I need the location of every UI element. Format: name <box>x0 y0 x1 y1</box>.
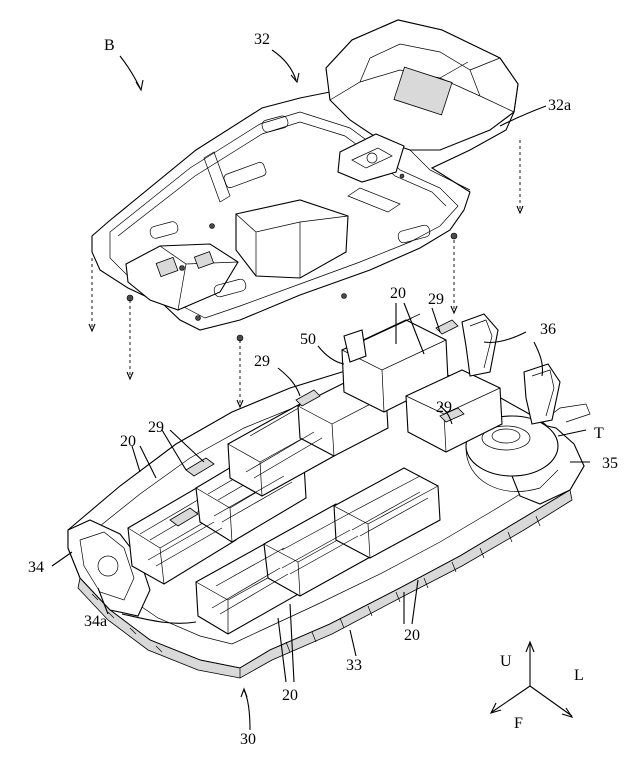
axis-label-left: L <box>574 667 584 684</box>
upper-cover-32 <box>91 19 519 342</box>
module-rear-stack <box>341 313 503 453</box>
label-36: 36 <box>540 321 556 338</box>
label-20-left: 20 <box>120 433 136 450</box>
axis-label-front: F <box>514 715 523 732</box>
label-33: 33 <box>346 657 362 674</box>
label-29-left: 29 <box>148 419 164 436</box>
label-30: 30 <box>240 731 256 748</box>
brackets-29 <box>169 319 465 527</box>
label-B: B <box>104 37 115 54</box>
label-32a: 32a <box>548 97 571 114</box>
label-34a: 34a <box>84 613 107 630</box>
label-50: 50 <box>300 331 316 348</box>
label-29-right: 29 <box>436 399 452 416</box>
label-T: T <box>594 425 604 442</box>
direction-axes <box>489 640 574 718</box>
label-34: 34 <box>28 559 44 576</box>
mount-brackets-36 <box>343 313 561 425</box>
label-20-bottom-right: 20 <box>404 627 420 644</box>
label-32: 32 <box>254 31 270 48</box>
label-35: 35 <box>602 455 618 472</box>
axis-label-up: U <box>500 653 512 670</box>
leader-lines <box>51 49 590 731</box>
label-29-mid: 29 <box>254 353 270 370</box>
label-29-top: 29 <box>428 291 444 308</box>
label-20-top: 20 <box>390 285 406 302</box>
label-20-bottom: 20 <box>282 687 298 704</box>
explode-guide-lines <box>88 140 524 409</box>
battery-modules-20 <box>127 313 503 635</box>
reference-labels: B 32 32a 20 29 36 50 29 29 T 35 20 29 34… <box>28 31 618 748</box>
